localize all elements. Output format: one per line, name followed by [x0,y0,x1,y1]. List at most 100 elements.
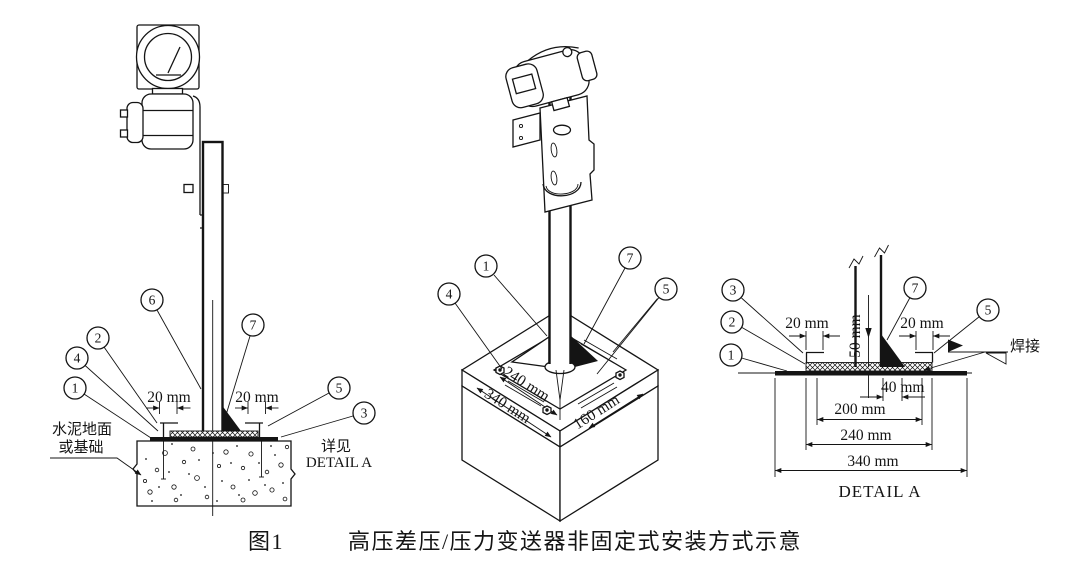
svg-text:240 mm: 240 mm [840,427,891,444]
see-detail-line1: 详见 [321,438,351,455]
steel-base-plate [150,437,278,442]
svg-text:5: 5 [336,381,343,396]
svg-text:20 mm: 20 mm [900,315,944,332]
callout-7: 7 [225,313,265,416]
gusset-rib [222,406,241,431]
ground-label-line2: 或基础 [58,439,103,456]
gauge-dial-inner [143,32,193,82]
callout-1-mid: 1 [474,254,548,337]
lcd-display [511,73,537,95]
detail-steel-plate [775,371,967,376]
callout-4: 4 [65,346,159,432]
angle-clip-right [245,422,263,437]
detail-dim-200: 200 mm [817,401,922,423]
transmitter-front-view [119,24,229,229]
detail-dim-40: 40 mm [860,379,925,400]
svg-text:6: 6 [149,293,156,308]
svg-text:7: 7 [912,281,919,296]
weld-label: 焊接 [1010,338,1040,355]
callout-3-det: 3 [721,278,804,354]
gauge-dial-outer [135,24,201,90]
ground-label: 水泥地面 或基础 [50,421,142,476]
callout-2: 2 [86,326,158,424]
detail-a-view: 20 mm 20 mm 50 mm 焊接 [719,244,1040,501]
caption-text: 高压差压/压力变送器非固定式安装方式示意 [348,529,802,554]
svg-text:20 mm: 20 mm [785,315,829,332]
svg-text:5: 5 [985,303,992,318]
sensor-flange [126,101,144,144]
bolt-left [495,365,505,376]
svg-text:1: 1 [72,381,79,396]
weld-symbol: 焊接 [923,338,1040,371]
svg-text:200 mm: 200 mm [834,401,885,418]
ground-label-line1: 水泥地面 [52,421,112,438]
pipe-break-right [874,244,889,258]
weld-leader [923,351,986,371]
concrete-aggregate [142,444,290,503]
left-dim-20mm-left: 20 mm [146,389,191,414]
end-cap [576,50,598,82]
dim-label: 20 mm [235,389,279,406]
bolt-right [615,370,625,381]
left-dim-20mm-right: 20 mm [235,389,279,414]
svg-text:2: 2 [95,331,102,346]
transmitter-iso-view [505,45,598,213]
svg-text:40 mm: 40 mm [881,379,925,396]
svg-text:7: 7 [250,318,257,333]
base-connector [550,96,571,112]
top-knob [562,46,573,58]
weld-flag-icon [948,339,963,352]
concrete-outline [132,440,296,507]
detail-pad-plate [805,362,933,372]
callout-1-det: 1 [719,343,788,372]
detail-dim-240: 240 mm [806,427,932,448]
detail-clip-left [805,351,824,363]
dim-label: 20 mm [147,389,191,406]
gauge-neck [151,87,184,95]
detail-dim-20-right: 20 mm [899,315,950,350]
svg-text:3: 3 [730,283,737,298]
transmitter-body [141,93,194,150]
ground-leader [50,457,142,476]
callout-5-mid: 5 [596,277,678,375]
pad-plate [169,430,259,438]
angle-clip-left [160,422,178,437]
concrete-foundation [132,440,296,507]
iso-gusset-right [571,336,598,368]
svg-text:1: 1 [728,348,735,363]
svg-text:4: 4 [74,351,81,366]
callout-5-det: 5 [933,298,1000,354]
left-elevation-view: 20 mm 20 mm 6 7 2 [50,24,376,516]
process-pin-bottom [119,129,129,138]
iso-anchor-bolts [495,365,625,416]
iso-pipe-top [552,124,572,136]
callout-7-det: 7 [886,276,927,341]
gauge-needle-icon [167,46,181,74]
top-handle [527,45,579,62]
detail-dim-20-left: 20 mm [785,315,840,350]
callout-2-det: 2 [720,310,806,365]
svg-text:340 mm: 340 mm [847,453,898,470]
see-detail-label: 详见 DETAIL A [306,438,372,471]
caption-number: 图1 [248,529,284,554]
callout-4-mid: 4 [437,282,503,370]
iso-clamp-block [512,112,541,148]
detail-dim-50: 50 mm [847,295,872,367]
svg-text:7: 7 [627,251,634,266]
detail-extension-lines [774,375,968,477]
detail-dim-340: 340 mm [775,453,967,474]
middle-isometric-view: 240 mm 340 mm 160 mm [437,45,678,523]
svg-text:1: 1 [483,259,490,274]
detail-clip-right [915,351,934,363]
callout-1: 1 [63,376,152,439]
svg-text:5: 5 [663,282,670,297]
callout-5: 5 [267,376,351,427]
callout-7-mid: 7 [583,246,642,345]
bolt-front [542,405,552,416]
figure-caption: 图1 高压差压/压力变送器非固定式安装方式示意 [248,529,802,554]
svg-text:50 mm: 50 mm [847,314,864,358]
svg-text:4: 4 [446,287,453,302]
clamp-bolt-left [183,183,194,194]
detail-gusset-rib [881,334,905,367]
